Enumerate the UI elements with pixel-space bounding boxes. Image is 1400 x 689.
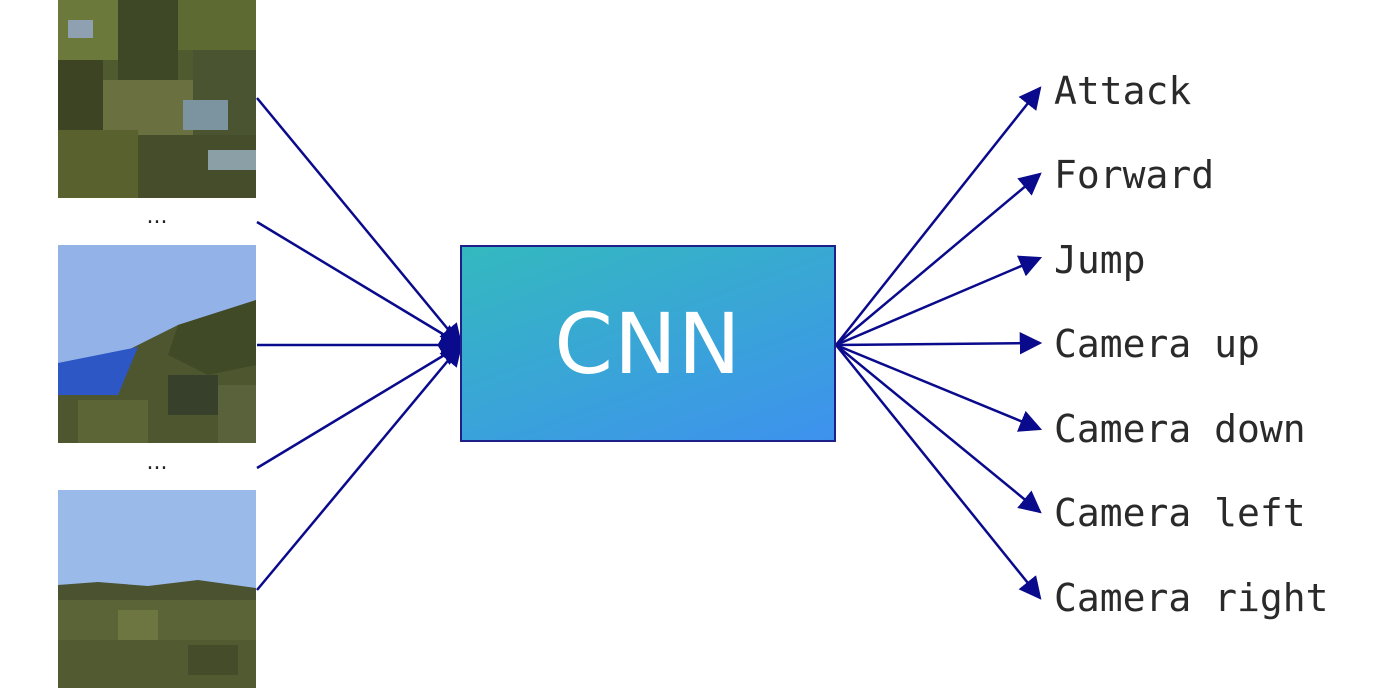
- output-label-camera-down: Camera down: [1054, 407, 1306, 451]
- output-label-jump: Jump: [1054, 238, 1146, 282]
- output-arrow-jump: [835, 255, 1043, 347]
- output-label-camera-right: Camera right: [1054, 576, 1329, 620]
- output-arrow-camera-down: [835, 343, 1043, 432]
- input-arrow-5: [256, 343, 463, 591]
- cnn-label: CNN: [554, 294, 742, 393]
- input-frame-3: [58, 490, 256, 688]
- output-label-forward: Forward: [1054, 153, 1215, 197]
- input-arrows: [256, 97, 464, 591]
- input-frame-1: [58, 0, 256, 198]
- input-arrow-2: [256, 220, 463, 347]
- input-arrow-1: [256, 97, 463, 347]
- cnn-model-box: CNN: [460, 245, 836, 442]
- input-arrow-4: [256, 343, 463, 470]
- output-arrows: [835, 86, 1043, 600]
- output-arrow-camera-right: [835, 344, 1042, 600]
- output-arrow-camera-left: [835, 344, 1042, 514]
- input-frame-2: [58, 245, 256, 443]
- output-label-camera-up: Camera up: [1054, 322, 1260, 366]
- output-label-attack: Attack: [1054, 69, 1192, 113]
- output-label-camera-left: Camera left: [1054, 491, 1306, 535]
- output-arrow-camera-up: [835, 331, 1043, 355]
- output-arrow-attack: [835, 86, 1042, 346]
- ellipsis-between-frames-2: ...: [146, 450, 168, 475]
- ellipsis-between-frames-1: ...: [146, 204, 168, 229]
- output-arrow-forward: [835, 172, 1042, 346]
